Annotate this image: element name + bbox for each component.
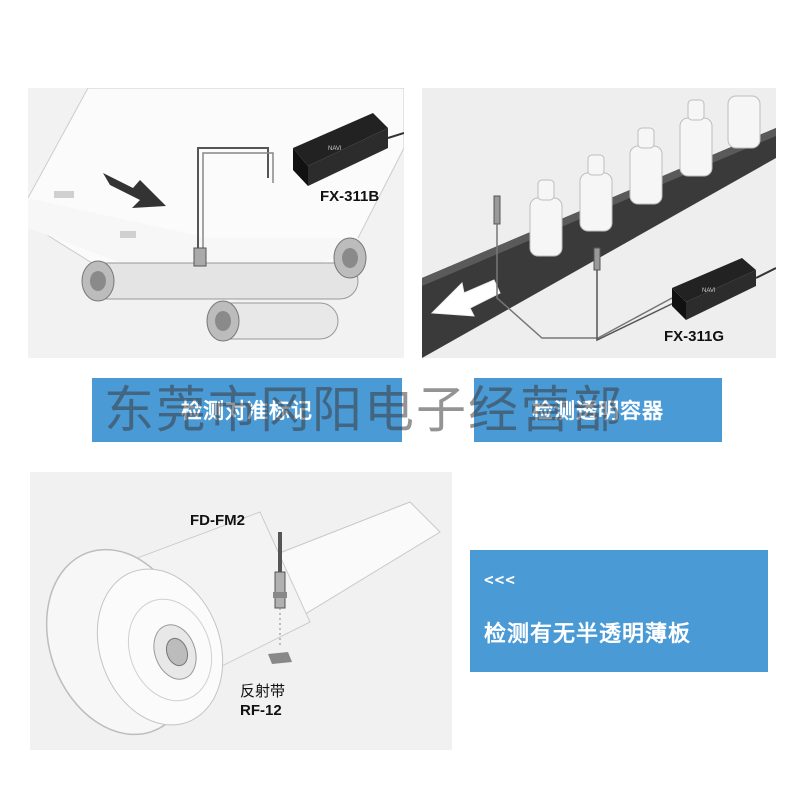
model-label-rf12: RF-12 xyxy=(240,702,282,719)
caption-container-detection: 检测透明容器 xyxy=(474,378,722,442)
web-conveyor-illustration: NAVI xyxy=(28,88,404,342)
navi-badge: NAVI xyxy=(328,146,342,152)
roll-sheet-illustration xyxy=(45,501,441,736)
caption-mark-detection: 检测对准标记 xyxy=(92,378,402,442)
sheet-detection-info-box: <<< 检测有无半透明薄板 xyxy=(470,550,768,672)
info-box-title: 检测有无半透明薄板 xyxy=(484,622,692,647)
container-detection-panel: NAVI FX-311G xyxy=(422,88,776,358)
left-arrows-icon: <<< xyxy=(484,570,516,589)
bottle-conveyor-illustration: NAVI xyxy=(422,95,776,358)
sheet-detection-panel: FD-FM2 反射带 RF-12 xyxy=(30,472,452,750)
navi-badge: NAVI xyxy=(702,288,716,294)
mark-detection-panel: NAVI FX-311B xyxy=(28,88,404,358)
model-label-fx311b: FX-311B xyxy=(320,188,380,205)
reflector-name-label: 反射带 xyxy=(240,682,286,700)
model-label-fdfm2: FD-FM2 xyxy=(190,512,245,529)
model-label-fx311g: FX-311G xyxy=(664,328,725,345)
